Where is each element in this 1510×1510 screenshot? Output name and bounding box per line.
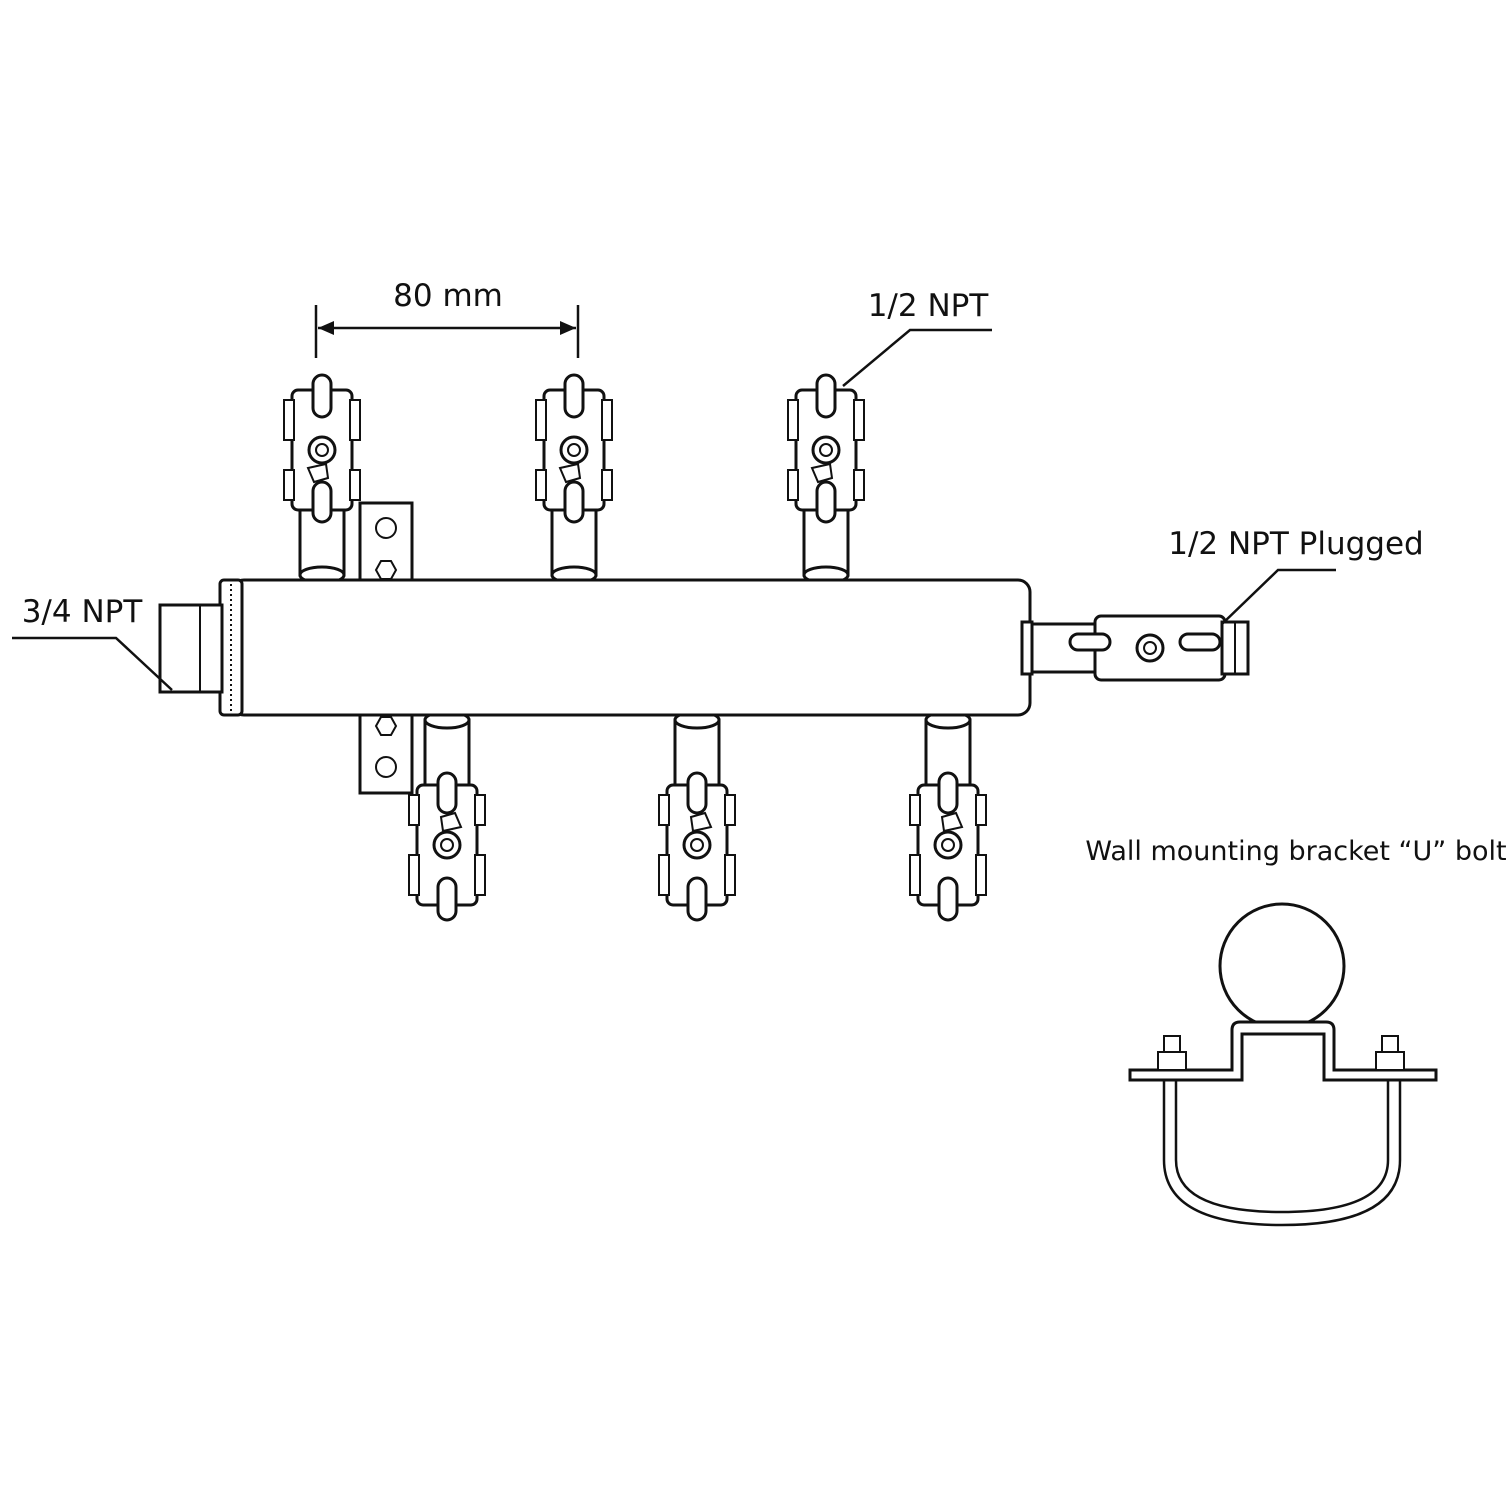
plugged-callout: 1/2 NPT Plugged [1168,526,1424,625]
inlet-label: 3/4 NPT [22,594,144,630]
plugged-label: 1/2 NPT Plugged [1168,526,1423,562]
plugged-end [1020,614,1250,682]
outlet-label: 1/2 NPT [868,288,990,324]
manifold-pipe [218,578,1032,717]
u-bolt-detail: Wall mounting bracket “U” bolt [1085,836,1507,1227]
mounting-bracket [358,501,414,795]
dimension-label: 80 mm [393,278,503,314]
dimension-80mm: 80 mm [314,278,580,358]
bottom-valve-2 [657,710,737,922]
top-valve-3 [786,373,866,585]
top-valve-2 [534,373,614,585]
bottom-valve-1 [407,710,487,922]
bracket-label: Wall mounting bracket “U” bolt [1085,836,1506,867]
bottom-valve-3 [908,710,988,922]
inlet-callout: 3/4 NPT [12,594,173,691]
top-valve-1 [282,373,362,585]
outlet-callout: 1/2 NPT [842,288,992,387]
inlet-fitting [158,603,224,694]
